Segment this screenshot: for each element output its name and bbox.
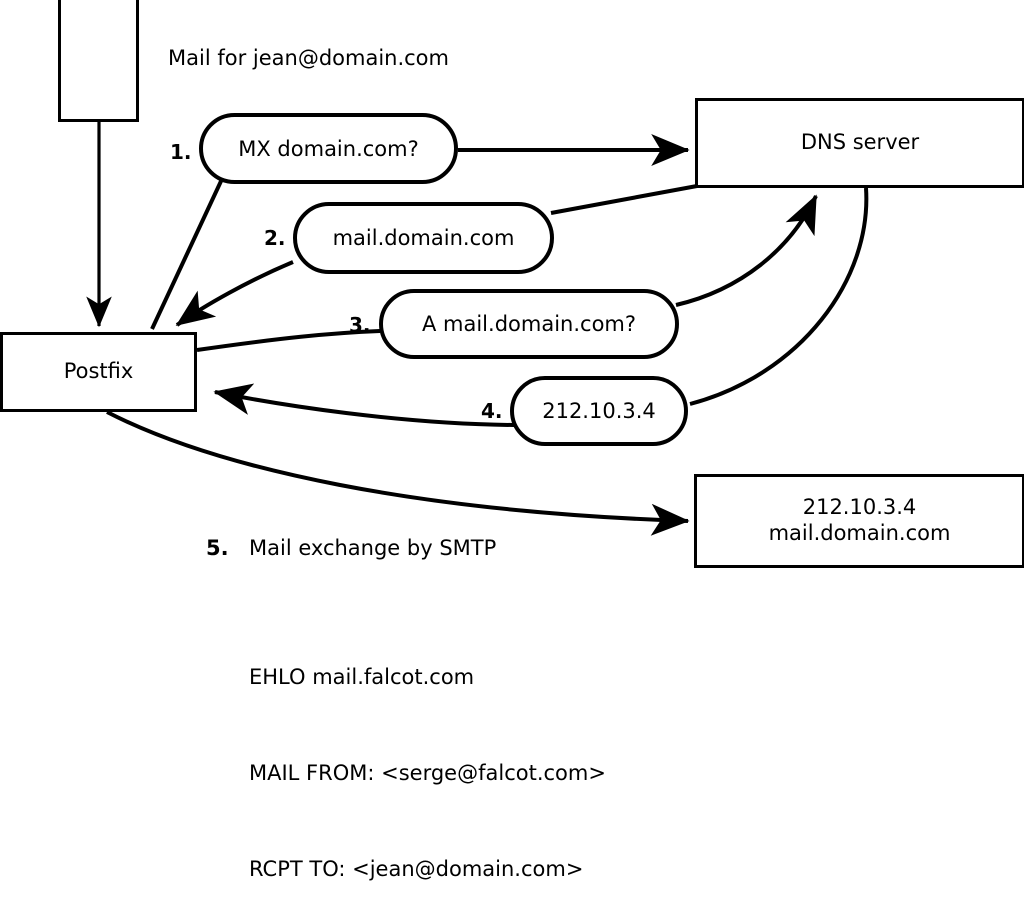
mail-for-note: Mail for jean@domain.com [168, 48, 449, 69]
smtp-transcript: EHLO mail.falcot.com MAIL FROM: <serge@f… [249, 597, 606, 919]
step-number-1: 1. [170, 142, 192, 162]
step-5-label: Mail exchange by SMTP [249, 538, 496, 559]
node-dns-server-label: DNS server [800, 130, 920, 155]
bubble-step-4: 212.10.3.4 [510, 376, 688, 446]
step-number-5-text: 5. [206, 536, 229, 560]
bubble-step-3-label: A mail.domain.com? [421, 312, 637, 336]
bubble-step-3: A mail.domain.com? [379, 289, 679, 359]
step-5-label-text: Mail exchange by SMTP [249, 536, 497, 560]
node-inbox [58, 0, 139, 122]
edge-dns-to-step2 [550, 184, 698, 215]
step-number-3-text: 3. [349, 313, 371, 337]
smtp-line: RCPT TO: <jean@domain.com> [249, 857, 584, 881]
bubble-step-1-label: MX domain.com? [238, 136, 419, 161]
bubble-step-2: mail.domain.com [293, 202, 554, 274]
edge-step4-to-postfix [213, 383, 515, 427]
node-dns-server: DNS server [695, 98, 1024, 188]
edge-postfix-to-step1 [150, 178, 224, 330]
bubble-step-4-label: 212.10.3.4 [542, 399, 656, 423]
node-mail-server-ip: 212.10.3.4 [802, 495, 917, 520]
edge-dns-to-step4 [689, 187, 869, 406]
smtp-line: MAIL FROM: <serge@falcot.com> [249, 761, 606, 785]
mail-for-note-text: Mail for jean@domain.com [168, 46, 449, 70]
node-postfix: Postfix [0, 332, 197, 412]
step-number-1-text: 1. [170, 140, 192, 164]
step-number-4: 4. [481, 401, 503, 421]
bubble-step-1: MX domain.com? [199, 113, 458, 184]
step-number-5: 5. [206, 538, 229, 559]
edge-step2-to-postfix [175, 260, 294, 327]
step-number-4-text: 4. [481, 399, 503, 423]
smtp-line: EHLO mail.falcot.com [249, 665, 475, 689]
node-mail-server-host: mail.domain.com [768, 521, 951, 545]
step-number-2-text: 2. [264, 226, 286, 250]
node-mail-server: 212.10.3.4 mail.domain.com [694, 474, 1024, 568]
node-postfix-label: Postfix [63, 359, 134, 384]
step-number-3: 3. [349, 315, 371, 335]
bubble-step-2-label: mail.domain.com [332, 226, 515, 250]
step-number-2: 2. [264, 228, 286, 248]
edge-step3-to-dns [675, 194, 818, 307]
